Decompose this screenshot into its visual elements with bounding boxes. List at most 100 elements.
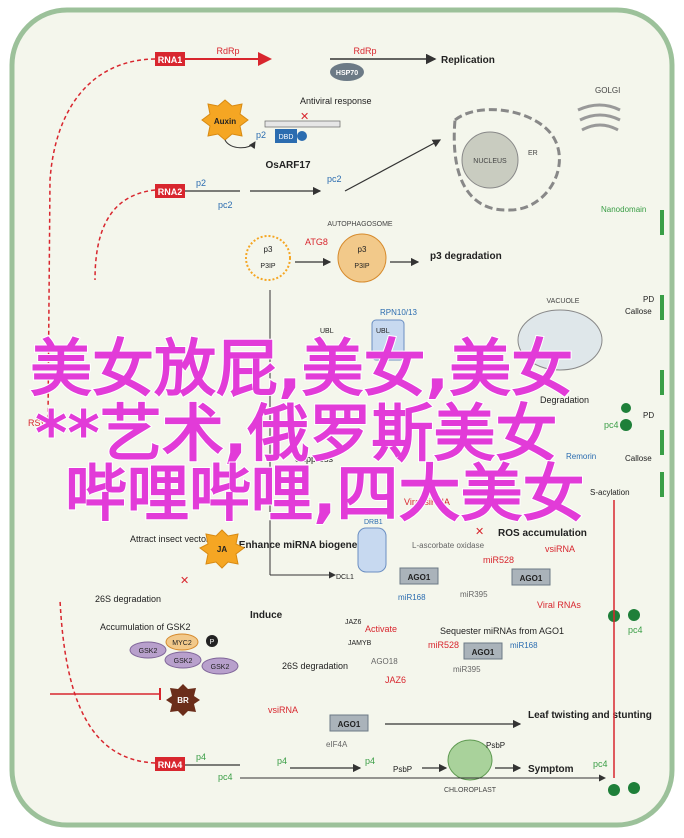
dcl1-label: DCL1 (336, 574, 354, 581)
p2a-label: p2 (256, 130, 266, 140)
nanodomain-label: Nanodomain (601, 205, 646, 214)
induce-label: Induce (250, 610, 283, 621)
jaz6b-label: JAZ6 (385, 675, 406, 685)
block-x-3: ✕ (180, 575, 189, 587)
enhance-mirna-label: Enhance miRNA biogenesis (239, 540, 372, 551)
p3a-label: p3 (264, 245, 273, 254)
ago1a-label: AGO1 (408, 573, 431, 582)
rdrp2-label: RdRp (353, 46, 376, 56)
ago18-label: AGO18 (371, 657, 398, 666)
l-ascorbate-label: L-ascorbate oxidase (412, 541, 485, 550)
pd-label: PD (643, 295, 654, 304)
deg26s2-label: 26S degradation (282, 661, 348, 671)
block-x-1: ✕ (300, 111, 309, 123)
vacuole-label: VACUOLE (547, 298, 580, 305)
chloroplast (447, 739, 493, 781)
attract-label: Attract insect vector? (130, 534, 214, 544)
dbd-label: DBD (279, 134, 294, 141)
ubl2-label: UBL (376, 328, 390, 335)
p-marker-label: P (210, 639, 215, 646)
hsp70-label: HSP70 (336, 70, 358, 77)
replication-label: Replication (441, 55, 495, 66)
accumulation-label: Accumulation of GSK2 (100, 622, 191, 632)
nucleus-label: NUCLEUS (473, 158, 507, 165)
vsirna1-label: vsiRNA (545, 544, 575, 554)
drb1-label: DRB1 (364, 519, 383, 526)
p4c-label: p4 (196, 752, 206, 762)
rna2-label: RNA2 (158, 187, 183, 197)
p2b-label: p2 (196, 178, 206, 188)
dbd-box (275, 129, 297, 143)
er-label: ER (528, 150, 538, 157)
ros-label: ROS accumulation (498, 528, 587, 539)
gsk2b-label: GSK2 (174, 658, 193, 665)
vsirna2-label: vsiRNA (268, 705, 298, 715)
ago1c-label: AGO1 (472, 648, 495, 657)
degradation-label: Degradation (540, 395, 589, 405)
pc2b-label: pc2 (327, 174, 342, 184)
p3ip1-label: P3IP (260, 263, 276, 270)
remorin-label: Remorin (566, 452, 596, 461)
ago1b-label: AGO1 (520, 574, 543, 583)
gsk2a-label: GSK2 (139, 648, 158, 655)
suppress-label: Suppress (295, 454, 334, 464)
mir168-label: miR168 (398, 593, 426, 602)
viral-sirna-label: Viral siRNA (404, 497, 450, 507)
nucleus (461, 131, 519, 189)
rna4-label: RNA4 (158, 760, 183, 770)
ja-label: JA (217, 545, 227, 554)
rpn-label: RPN10/13 (380, 308, 417, 317)
ubl1-label: UBL (320, 328, 334, 335)
activate-label: Activate (365, 624, 397, 634)
callose1-label: Callose (625, 307, 652, 316)
s-acylation-label: S-acylation (590, 488, 630, 497)
gsk2c-label: GSK2 (211, 664, 230, 671)
atg8-label: ATG8 (305, 237, 328, 247)
mir528b-label: miR528 (428, 640, 459, 650)
rdrp1-label: RdRp (216, 46, 239, 56)
rna1-box (155, 52, 185, 66)
leaf-twisting-label: Leaf twisting and stunting (528, 710, 652, 721)
auxin-label: Auxin (214, 117, 236, 126)
jamyb-label: JAMYB (348, 640, 372, 647)
osarf17-label: OsARF17 (265, 160, 310, 171)
cell-panel (9, 7, 675, 828)
ja-star (199, 529, 245, 569)
pc4c-label: pc4 (218, 772, 233, 782)
ago1d-box (329, 714, 369, 732)
deg26s1-label: 26S degradation (95, 594, 161, 604)
ago1c-box (463, 642, 503, 660)
pc4d-label: pc4 (593, 759, 608, 769)
rsv-label: RSV (28, 418, 47, 428)
p3a2-label: p3 (358, 245, 367, 254)
block-x-2: ✕ (475, 526, 484, 538)
ago1b-box (511, 568, 551, 586)
callose2-label: Callose (625, 454, 652, 463)
vacuole (517, 309, 603, 371)
mir395b-label: miR395 (453, 665, 481, 674)
p4a-label: p4 (277, 756, 287, 766)
autophagosome-label: AUTOPHAGOSOME (327, 221, 393, 228)
br-star (166, 684, 200, 716)
psbp2-label: PsbP (393, 765, 412, 774)
sequester-label: Sequester miRNAs from AGO1 (440, 626, 564, 636)
rna4-box (155, 757, 185, 771)
elf4a-label: eIF4A (326, 740, 348, 749)
pc4a-label: pc4 (604, 420, 619, 430)
hsp70-shape (330, 63, 364, 81)
chloroplast-label: CHLOROPLAST (444, 787, 497, 794)
pd2-label: PD (643, 411, 654, 420)
golgi-label: GOLGI (595, 86, 620, 95)
ago1a-box (399, 567, 439, 585)
pc2a-label: pc2 (218, 200, 233, 210)
rna2-box (155, 184, 185, 198)
viral-rnas-label: Viral RNAs (537, 600, 581, 610)
myc2-label: MYC2 (172, 640, 192, 647)
jaz6a-label: JAZ6 (345, 619, 361, 626)
mir395-label: miR395 (460, 590, 488, 599)
pc4b-label: pc4 (628, 625, 643, 635)
p3ip2-label: P3IP (354, 263, 370, 270)
rna1-label: RNA1 (158, 55, 183, 65)
symptom-label: Symptom (528, 764, 574, 775)
